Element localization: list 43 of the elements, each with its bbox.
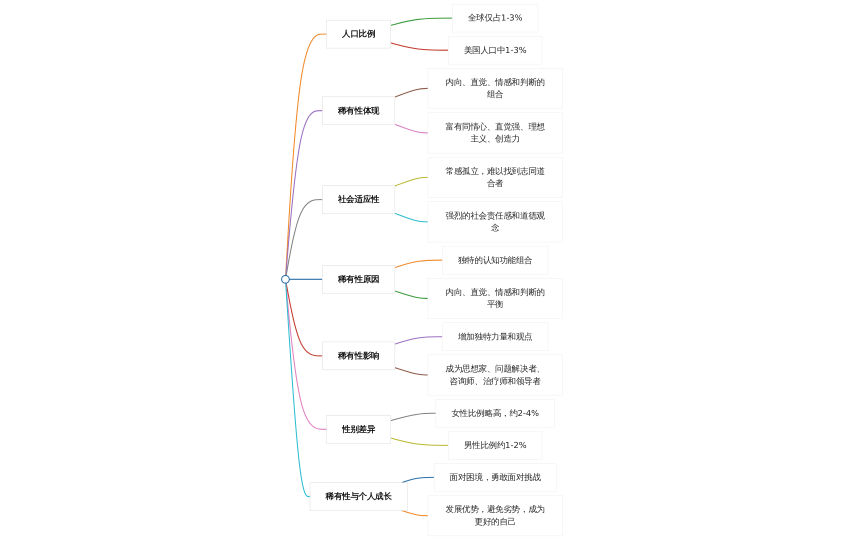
node-box: 强烈的社会责任感和道德观念 xyxy=(428,201,563,242)
connector xyxy=(394,88,428,98)
node-box: 稀有性影响 xyxy=(322,342,396,370)
connector xyxy=(402,510,428,516)
node-box: 内向、直觉、情感和判断的平衡 xyxy=(428,278,563,319)
connector xyxy=(394,260,442,268)
connector xyxy=(394,290,428,299)
connector xyxy=(289,278,322,280)
node-box: 常感孤立，难以找到志同道合者 xyxy=(428,156,563,198)
node-box: 稀有性原因 xyxy=(322,265,396,294)
connector xyxy=(286,199,322,276)
node-box: 美国人口中1-3% xyxy=(448,36,542,64)
node-box: 成为思想家、问题解决者、咨询师、治疗师和领导者 xyxy=(428,354,563,396)
node-box: 性别差异 xyxy=(326,415,391,444)
connector xyxy=(285,34,327,276)
node-circle xyxy=(281,274,290,284)
connector xyxy=(390,438,448,446)
node-box: 人口比例 xyxy=(326,20,391,48)
connector xyxy=(285,110,322,276)
connector xyxy=(394,124,428,134)
connector xyxy=(390,42,448,51)
node-box: 发展优势，避免劣势，成为更好的自己 xyxy=(428,495,563,536)
node-box: 女性比例略高，约2-4% xyxy=(436,399,555,428)
node-box: 男性比例约1-2% xyxy=(448,431,542,460)
node-box: 内向、直觉、情感和判断的组合 xyxy=(428,68,563,109)
connector xyxy=(285,283,327,430)
node-box: 独特的认知功能组合 xyxy=(442,246,548,274)
connector xyxy=(394,212,428,222)
connector xyxy=(402,476,434,484)
connector xyxy=(390,412,436,422)
connector xyxy=(394,336,442,345)
connector xyxy=(286,283,322,356)
node-box: 增加独特力量和观点 xyxy=(442,322,548,351)
connector xyxy=(394,176,428,186)
node-box: 稀有性体现 xyxy=(322,96,396,125)
connector xyxy=(394,367,428,376)
connector xyxy=(285,283,310,498)
connector xyxy=(390,18,452,26)
node-box: 富有同情心、直觉强、理想主义、创造力 xyxy=(428,112,563,154)
node-box: 稀有性与个人成长 xyxy=(310,482,408,511)
node-box: 社会适应性 xyxy=(322,185,396,214)
node-box: 面对困境，勇敢面对挑战 xyxy=(434,463,556,492)
node-box: 全球仅占1-3% xyxy=(452,4,538,32)
